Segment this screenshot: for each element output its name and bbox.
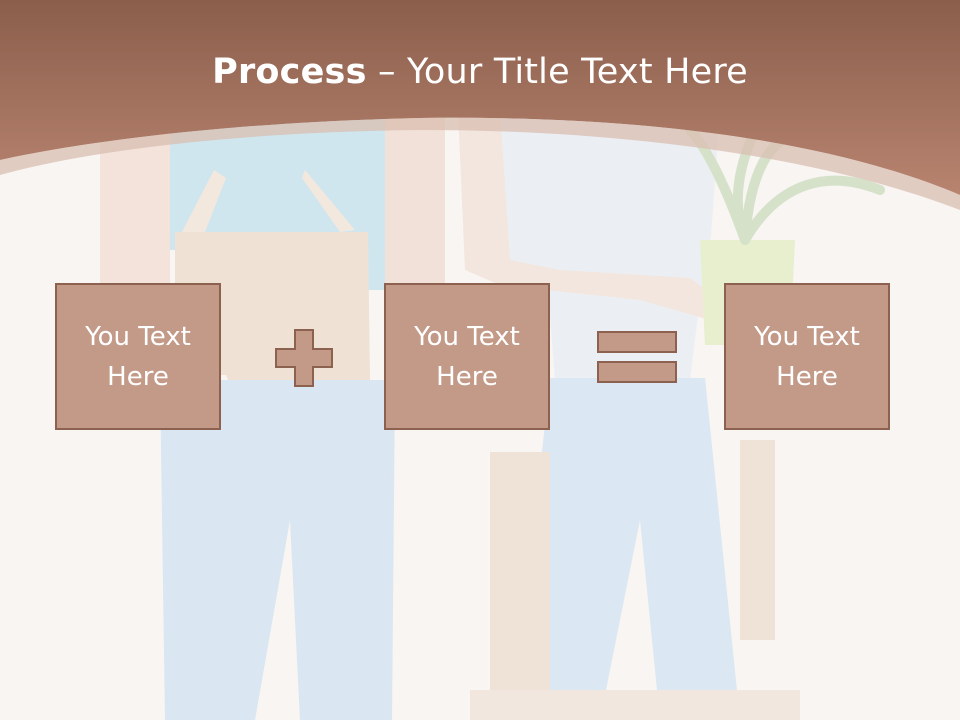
- text-box-3-label: You Text Here: [754, 321, 860, 392]
- text-box-1[interactable]: You Text Here: [55, 283, 221, 430]
- text-box-3[interactable]: You Text Here: [724, 283, 890, 430]
- equals-icon: [597, 331, 677, 383]
- text-box-2[interactable]: You Text Here: [384, 283, 550, 430]
- title-bold-text: Process: [212, 52, 367, 92]
- plus-icon: [275, 329, 333, 387]
- slide-title: Process – Your Title Text Here: [0, 52, 960, 92]
- text-box-1-label: You Text Here: [85, 321, 191, 392]
- title-rest-text: – Your Title Text Here: [366, 52, 748, 92]
- text-box-2-label: You Text Here: [414, 321, 520, 392]
